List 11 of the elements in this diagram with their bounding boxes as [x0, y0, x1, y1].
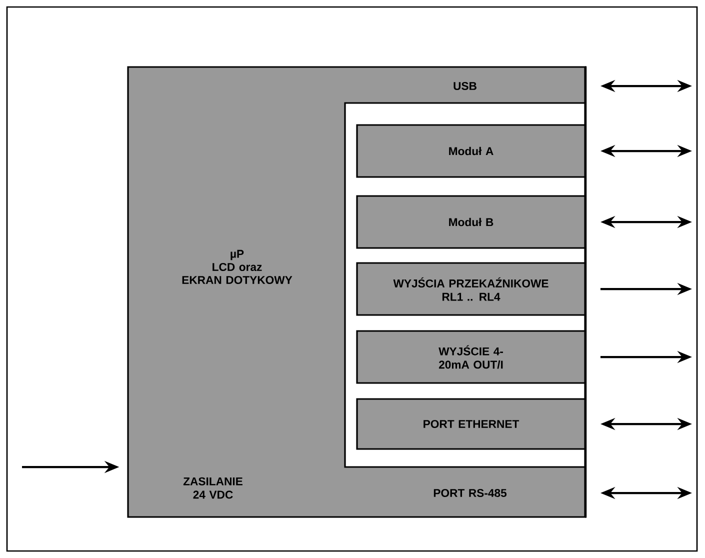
block-label: USB [454, 82, 476, 90]
block-label: EKRAN DOTYKOWY [182, 276, 292, 284]
module-box: Moduł B [356, 195, 586, 249]
block-label: ZASILANIE 24 VDC [183, 477, 242, 499]
block-label: LCD oraz [212, 263, 262, 272]
block-label: PORT RS-485 [434, 489, 507, 498]
module-box: WYJŚCIA PRZEKAŹNIKOWE RL1 .. RL4 [356, 262, 586, 316]
module-box: PORT ETHERNET [356, 398, 586, 450]
module-box: Moduł A [356, 124, 586, 178]
module-box: WYJŚCIE 4-20mA OUT/I [356, 330, 586, 384]
block-label: µP [230, 250, 244, 260]
